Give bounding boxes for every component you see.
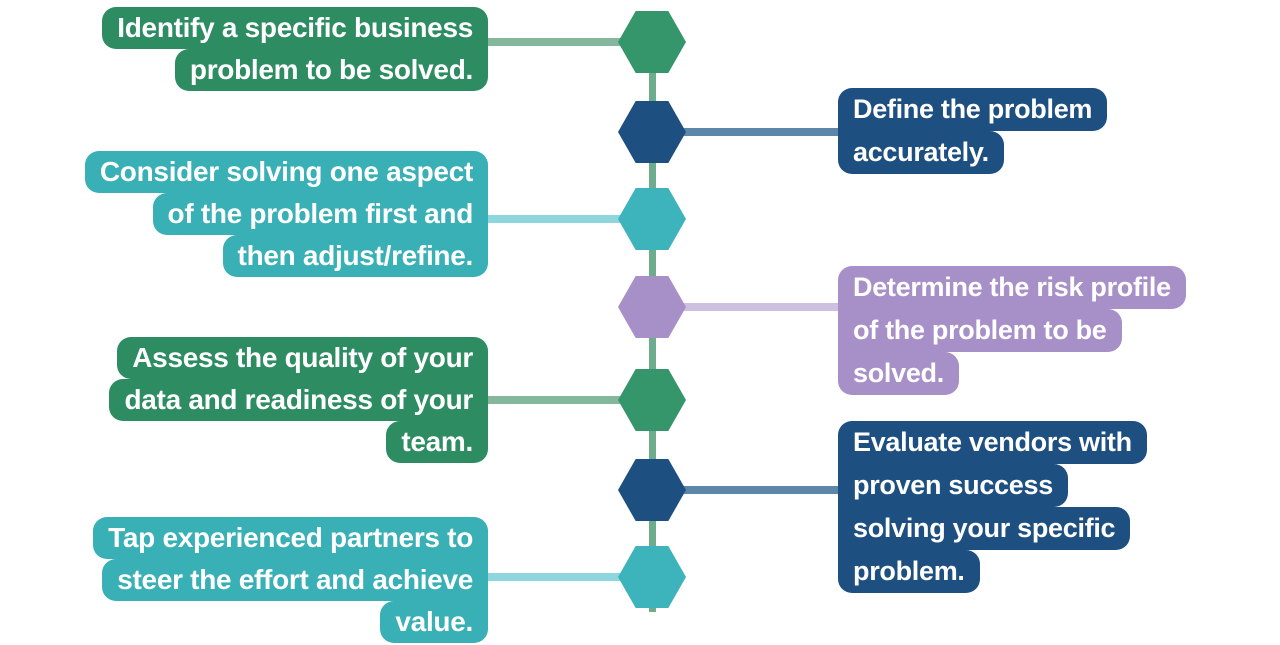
step-5-line: team. <box>386 421 488 463</box>
step-box-7: Tap experienced partners to steer the ef… <box>93 517 488 643</box>
step-box-5: Assess the quality of your data and read… <box>109 337 488 463</box>
hexagon-node-6-icon <box>618 459 686 521</box>
connector-step-2 <box>652 128 842 136</box>
step-box-1: Identify a specific business problem to … <box>102 7 488 91</box>
step-6-line: Evaluate vendors with <box>838 421 1147 464</box>
hexagon-node-5-icon <box>618 369 686 431</box>
step-7-line: Tap experienced partners to <box>93 517 488 559</box>
connector-step-3 <box>476 215 652 223</box>
step-3-line: then adjust/refine. <box>222 235 488 277</box>
step-4-line: of the problem to be <box>838 309 1122 352</box>
step-7-line: value. <box>380 601 488 643</box>
step-box-6: Evaluate vendors with proven success sol… <box>838 421 1147 593</box>
hexagon-node-4-icon <box>618 276 686 338</box>
step-6-line: solving your specific <box>838 507 1131 550</box>
step-1-line: Identify a specific business <box>102 7 488 49</box>
connector-step-7 <box>476 573 652 581</box>
step-5-line: data and readiness of your <box>109 379 488 421</box>
step-box-2: Define the problem accurately. <box>838 88 1108 174</box>
connector-step-4 <box>652 303 842 311</box>
connector-step-6 <box>652 486 842 494</box>
step-7-line: steer the effort and achieve <box>102 559 488 601</box>
hexagon-node-2-icon <box>618 101 686 163</box>
connector-step-1 <box>476 38 652 46</box>
step-3-line: Consider solving one aspect <box>84 151 488 193</box>
connector-step-5 <box>476 396 652 404</box>
step-1-line: problem to be solved. <box>174 49 488 91</box>
hexagon-node-1-icon <box>618 11 686 73</box>
step-6-line: proven success <box>838 464 1068 507</box>
hexagon-node-3-icon <box>618 188 686 250</box>
step-4-line: Determine the risk profile <box>838 266 1186 309</box>
hexagon-node-7-icon <box>618 546 686 608</box>
step-2-line: Define the problem <box>838 88 1108 131</box>
step-5-line: Assess the quality of your <box>117 337 488 379</box>
step-box-4: Determine the risk profile of the proble… <box>838 266 1186 395</box>
step-4-line: solved. <box>838 352 959 395</box>
step-2-line: accurately. <box>838 131 1004 174</box>
step-3-line: of the problem first and <box>152 193 488 235</box>
step-box-3: Consider solving one aspect of the probl… <box>84 151 488 277</box>
step-6-line: problem. <box>838 550 980 593</box>
